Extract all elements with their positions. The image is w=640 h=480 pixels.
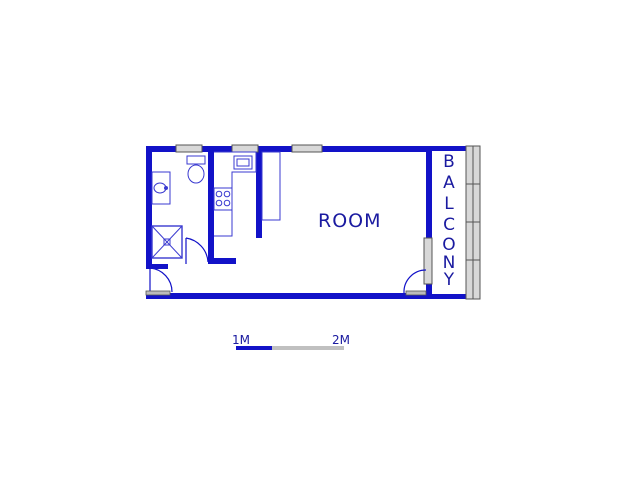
- wall-left-jamb: [146, 264, 168, 269]
- threshold-entrance: [145, 290, 171, 296]
- door-balcony-arc: [403, 269, 427, 294]
- top-windows: [175, 144, 323, 153]
- balcony-letter-7: Y: [443, 270, 455, 290]
- scale-label-end: 2M: [332, 333, 350, 347]
- door-entrance-arc: [149, 267, 173, 293]
- toilet-cistern: [186, 155, 206, 165]
- burner-1: [215, 190, 223, 198]
- wall-bathroom-foot: [208, 258, 236, 264]
- threshold-balcony: [405, 290, 427, 296]
- cupboard: [261, 151, 281, 221]
- wall-top: [146, 146, 432, 152]
- balcony-top-edge: [432, 146, 466, 151]
- kitchen-sink: [233, 155, 253, 170]
- doors: [149, 237, 427, 294]
- window-room: [291, 144, 323, 153]
- balcony-letter-4: C: [443, 215, 455, 235]
- scale-segment-2: [272, 346, 344, 350]
- kitchen-fixtures: [213, 151, 281, 237]
- interior-walls: [146, 146, 262, 269]
- balcony: [423, 145, 481, 300]
- basin: [151, 171, 171, 205]
- balcony-bottom-edge: [432, 294, 466, 299]
- balcony-label: B A L C O N Y: [442, 152, 455, 290]
- toilet-bowl: [187, 164, 205, 184]
- wall-left: [146, 146, 152, 268]
- burner-2: [223, 190, 231, 198]
- scale-bar: 1M 2M: [232, 333, 350, 350]
- room-label: ROOM: [318, 210, 382, 232]
- door-thresholds: [145, 290, 427, 296]
- shower-tray: [151, 225, 183, 259]
- stove: [213, 187, 233, 211]
- bathroom-fixtures: [151, 155, 206, 259]
- shower-drain: [163, 238, 171, 246]
- wall-bathroom-partition: [208, 146, 214, 264]
- basin-tap: [164, 186, 168, 190]
- scale-label-start: 1M: [232, 333, 250, 347]
- balcony-letter-6: N: [443, 253, 456, 273]
- outer-walls: [146, 146, 432, 299]
- balcony-letter-1: B: [443, 152, 455, 172]
- window-kitchen: [231, 144, 259, 153]
- balcony-door-panel: [423, 237, 433, 285]
- door-bathroom-arc: [185, 237, 209, 263]
- burner-3: [215, 199, 223, 207]
- window-bathroom: [175, 144, 203, 153]
- balcony-letter-5: O: [442, 235, 455, 255]
- kitchen-counter: [214, 151, 257, 237]
- scale-segment-1: [236, 346, 272, 350]
- balcony-letter-3: L: [444, 194, 454, 214]
- wall-kitchen-stub: [256, 146, 262, 238]
- wall-right-lower: [426, 284, 432, 299]
- wall-right-upper: [426, 146, 432, 238]
- burner-4: [223, 199, 231, 207]
- wall-bottom: [146, 293, 432, 299]
- balcony-letter-2: A: [443, 173, 455, 193]
